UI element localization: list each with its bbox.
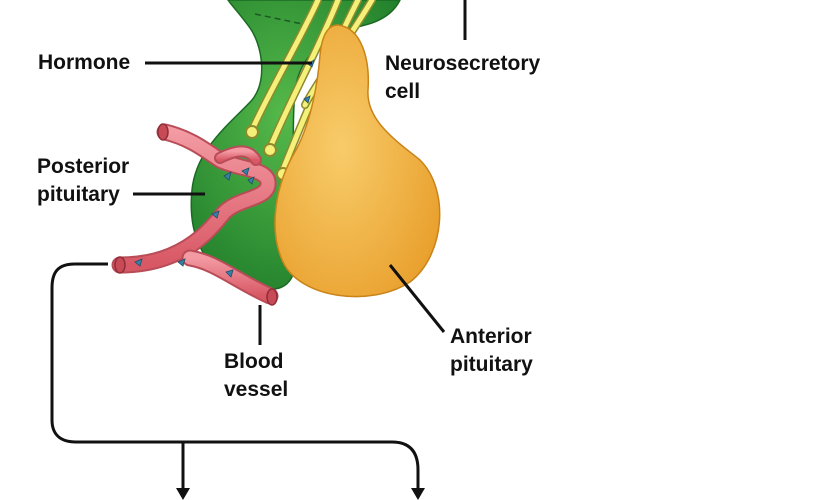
anterior-label-line2: pituitary (450, 353, 533, 376)
arrowhead-left (176, 488, 190, 500)
leader-lines (50, 0, 467, 492)
neurosecretory-cell-label: Neurosecretory cell (385, 50, 540, 106)
neurosecretory-label-line1: Neurosecretory (385, 52, 541, 75)
posterior-label-line1: Posterior (37, 155, 130, 178)
hormone-label: Hormone (38, 51, 131, 74)
arrowhead-right (411, 488, 425, 500)
neurosecretory-label-line2: cell (385, 80, 421, 103)
neurosecretory-axons (248, 0, 376, 176)
posterior-pituitary-label: Posterior pituitary (37, 153, 129, 209)
anterior-pituitary-lobe (274, 24, 441, 298)
arrowheads (176, 488, 425, 500)
blood-vessel-label: Blood vessel (224, 348, 288, 404)
posterior-label-line2: pituitary (37, 183, 120, 206)
anterior-label-line1: Anterior (450, 325, 532, 348)
anterior-pituitary-label: Anterior pituitary (450, 323, 533, 379)
blood-vessel-label-line2: vessel (224, 378, 289, 401)
hormone-markers (134, 59, 315, 278)
blood-vessel-label-line1: Blood (224, 350, 284, 373)
